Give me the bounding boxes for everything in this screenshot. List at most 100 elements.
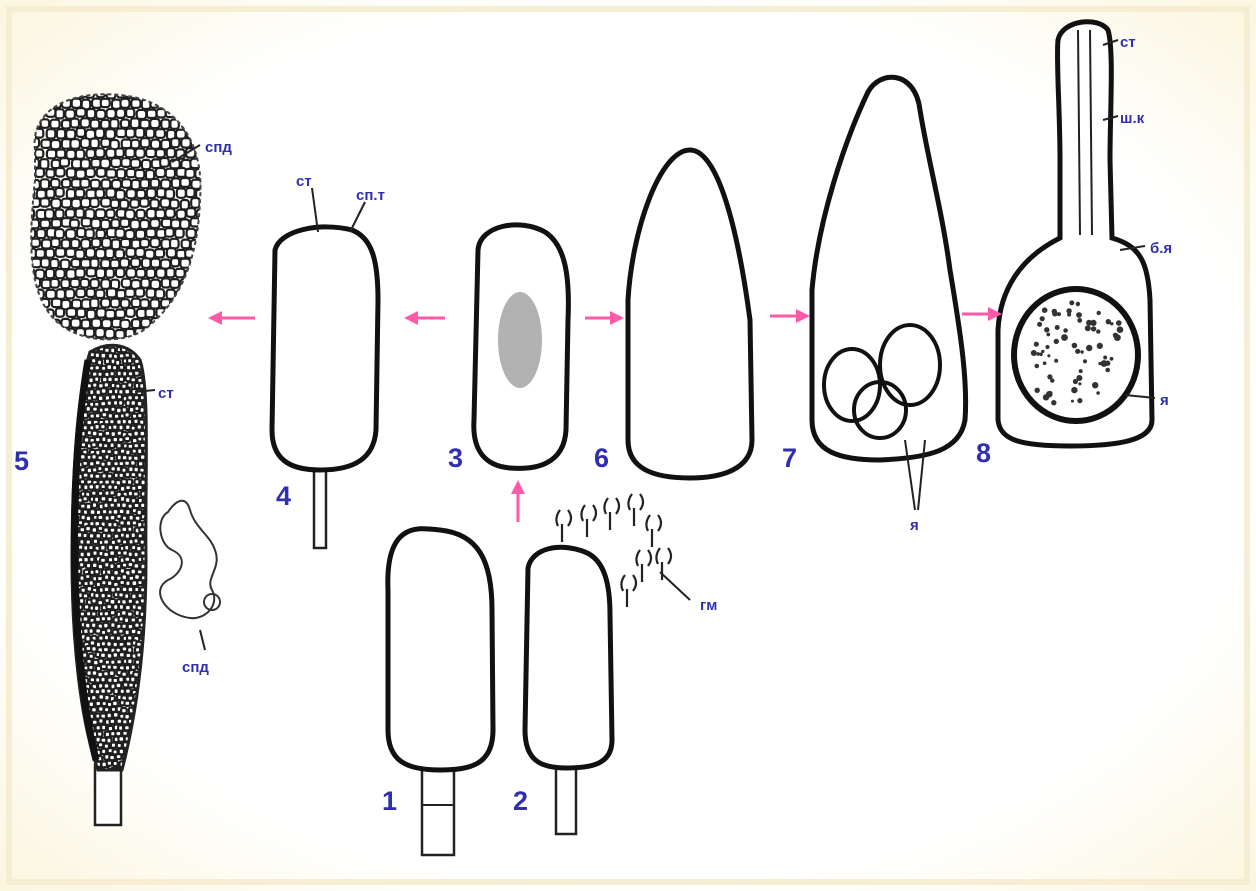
stage-5-body-cell [136, 774, 141, 780]
stage-5-head-cell [181, 319, 191, 327]
stage-5-head-cell [206, 268, 216, 278]
stage-5-head-cell [31, 239, 40, 247]
stage-5-head-cell [162, 219, 172, 227]
stage-5-body-cell [110, 719, 115, 724]
egg-granule [1057, 312, 1061, 316]
stage-5-body-cell [104, 635, 109, 641]
stage-5-head-cell [47, 349, 56, 359]
stage-5-head-cell [80, 179, 89, 188]
stage-5-body-cell [68, 730, 74, 735]
stage-5-head-cell [120, 219, 129, 227]
stage-5-head-cell [132, 299, 141, 308]
stage-5-head-cell [21, 140, 30, 149]
stage-5-body-cell [128, 562, 134, 567]
stage-5-head-cell [55, 210, 63, 219]
stage-5-body-cell [77, 364, 83, 369]
stage-5-head-cell [180, 178, 190, 187]
stage-5-body-cell [101, 388, 107, 394]
egg-granule [1092, 382, 1098, 388]
stage-5-head-cell [42, 318, 51, 326]
stage-8-cell [1155, 138, 1174, 157]
stage-5-head-cell [67, 308, 77, 317]
egg-granule [1101, 360, 1108, 367]
stage-5-body-cell [98, 515, 104, 520]
egg-granule [1047, 354, 1050, 357]
stage-5-head-cell [81, 138, 90, 148]
stage-5-body-cell [70, 726, 76, 732]
label-spgt-4: сп.т [356, 187, 385, 204]
stage-number-8: 8 [976, 438, 991, 468]
stage-numbers: 5 4 3 6 7 8 1 2 [14, 438, 991, 816]
stage-5-head-cell [65, 88, 73, 98]
stage-6-cell [754, 149, 778, 174]
stage-5-head-cell [20, 238, 29, 247]
stage-5-head-cell [52, 160, 60, 168]
stage-5-body-cell [92, 502, 97, 508]
stage-7-cell [809, 129, 833, 157]
stage-5-head-cell [61, 260, 70, 269]
stage-7-outline [812, 77, 966, 460]
stage-5-body-cell [144, 690, 149, 695]
stage-5-head-cell [67, 168, 76, 177]
stage-5-body-cell [107, 400, 112, 405]
stage-5-head-cell [71, 239, 79, 248]
stage-5-body-cell [134, 587, 139, 592]
stage-5-body-cell [89, 473, 94, 479]
stage-5-body-cell [147, 660, 152, 666]
stage-5-head-cell [81, 198, 90, 207]
stage-5-body-cell [91, 598, 96, 603]
stage-5-head-cell [37, 310, 46, 320]
stage-5-head-cell [151, 259, 160, 268]
stage-8-cell [986, 276, 1005, 293]
stage-5-body-cell [68, 395, 73, 401]
stage-4-cell [378, 317, 394, 333]
stage-5-body-cell [68, 671, 74, 677]
stage-8-cell [1025, 36, 1043, 54]
stage-5-body-cell [92, 550, 97, 555]
stage-5-body-cell [103, 552, 109, 557]
stage-5-body-cell [69, 371, 75, 377]
stage-5-head-cell [202, 120, 210, 128]
stage-5-head-cell [115, 249, 124, 258]
stage-7-cell [948, 190, 973, 216]
stage-5-head-cell [22, 179, 31, 188]
stage-5-body-cell [120, 580, 125, 585]
stage-8-cell [1155, 418, 1173, 437]
stage-5-head-cell [146, 89, 156, 97]
stage-5-head-cell [142, 258, 151, 268]
stage-5-head-cell [101, 279, 110, 289]
egg-granule [1096, 329, 1100, 333]
egg-granule [1078, 382, 1081, 385]
stage-5-body-cell [150, 473, 155, 479]
stage-5-body-cell [124, 436, 130, 441]
stage-5-head-cell [167, 248, 176, 257]
stage-5-head-cell [87, 109, 96, 118]
stage-5-head-cell [131, 258, 140, 267]
stage-2-outline [525, 547, 612, 768]
stage-5-head-cell [126, 129, 135, 138]
egg-granule [1071, 400, 1074, 403]
stage-5-body-cell [112, 425, 117, 430]
stage-5-head-cell [25, 108, 34, 117]
stage-5-head-cell [90, 259, 98, 268]
stage-6-cell [756, 201, 781, 224]
stage-5-head-cell [67, 189, 75, 198]
gamete-icon [628, 494, 643, 526]
stage-5-body-cell [118, 677, 124, 683]
stage-5-head-cell [187, 208, 196, 217]
stage-5-body-cell [89, 628, 94, 634]
stage-5-body-cell [131, 472, 137, 477]
stage-5-body-cell [149, 341, 155, 347]
stage-5-body-cell [103, 443, 108, 448]
stage-5-body-cell [139, 767, 144, 773]
stage-5-head-cell [31, 339, 40, 348]
stage-2-cell [598, 546, 615, 561]
stage-5-head-cell [51, 140, 61, 149]
stage-5-body-cell [100, 424, 105, 429]
stage-5-head-cell [37, 229, 46, 238]
stage-5-head-cell [200, 238, 209, 246]
egg-granule [1077, 318, 1082, 323]
stage-5-body-cell [92, 383, 97, 388]
stage-5-body-cell [95, 474, 101, 479]
stage-5-body-cell [127, 382, 132, 387]
